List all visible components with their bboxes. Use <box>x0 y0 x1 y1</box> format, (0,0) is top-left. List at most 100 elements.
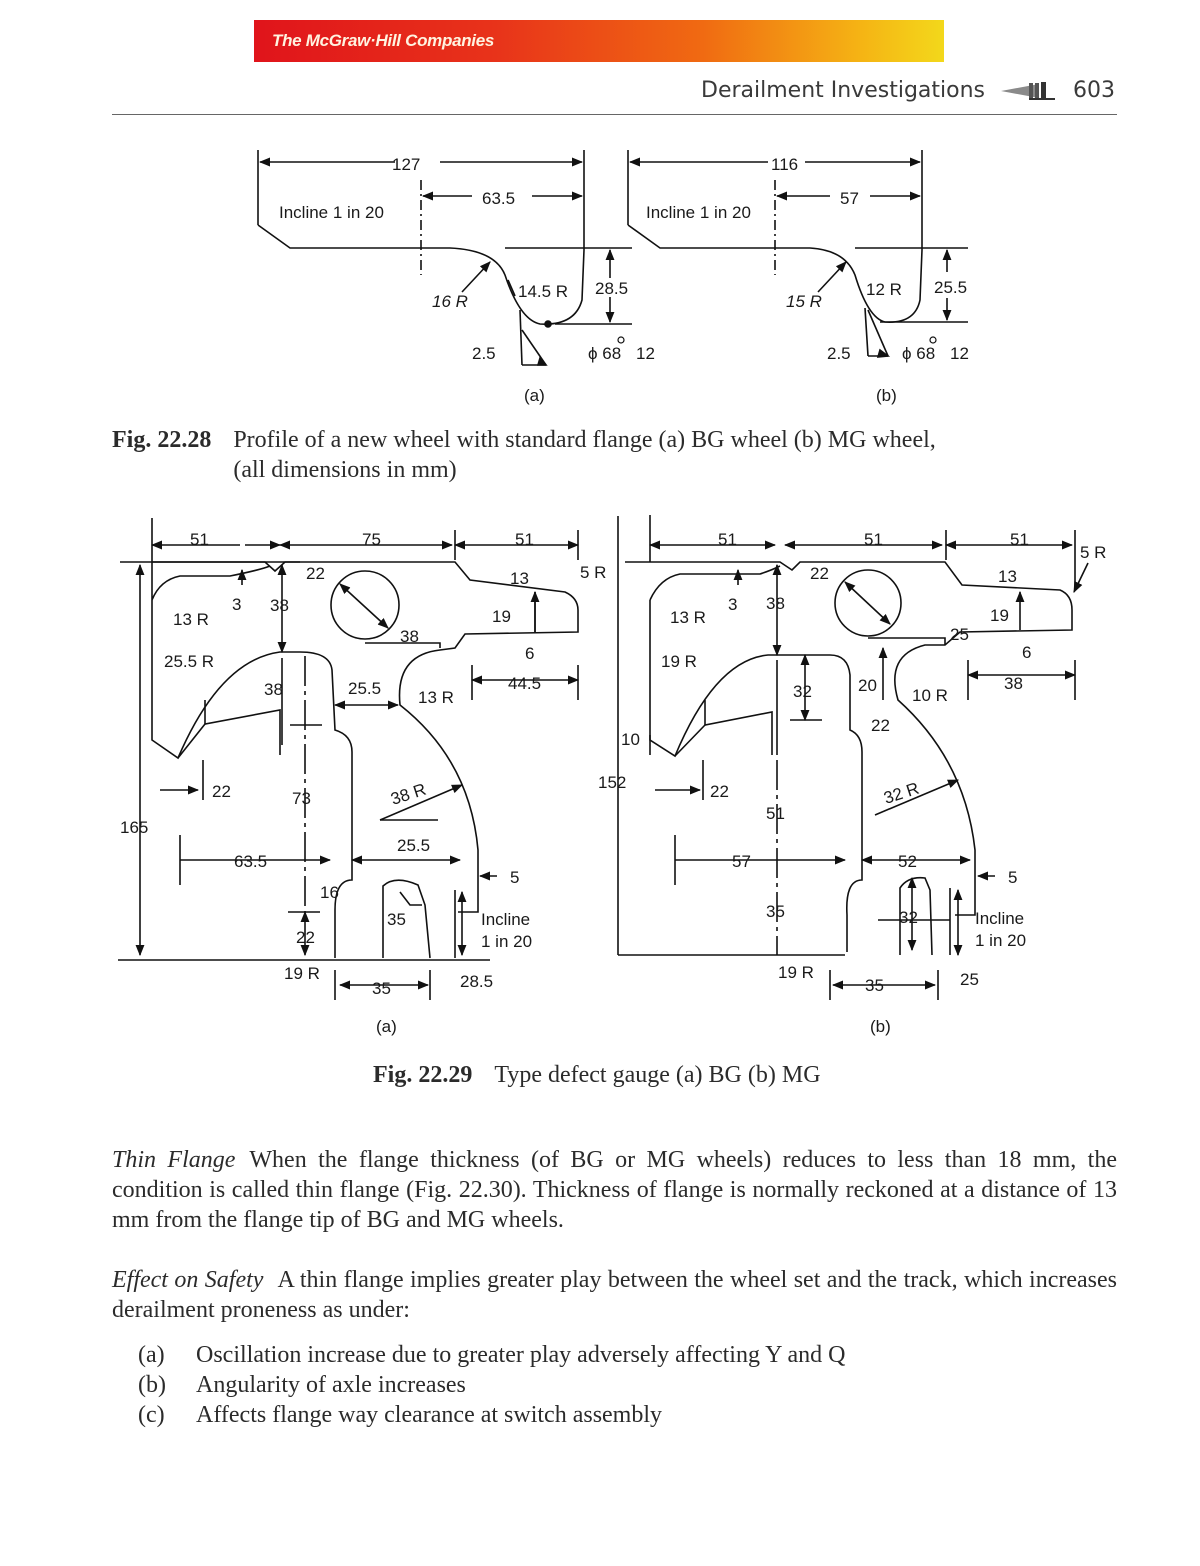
svg-text:3: 3 <box>728 595 737 614</box>
svg-text:19 R: 19 R <box>284 964 320 983</box>
svg-text:10: 10 <box>621 730 640 749</box>
svg-text:25.5: 25.5 <box>348 679 381 698</box>
figures-canvas: 127 63.5 Incline 1 in 20 16 R 14.5 R 28.… <box>118 150 1106 1036</box>
svg-text:51: 51 <box>718 530 737 549</box>
svg-text:20: 20 <box>858 676 877 695</box>
svg-text:44.5: 44.5 <box>508 674 541 693</box>
list-marker: (a) <box>138 1342 165 1368</box>
svg-text:35: 35 <box>865 976 884 995</box>
list-marker: (b) <box>138 1372 166 1398</box>
svg-text:13: 13 <box>998 567 1017 586</box>
figure-22-29-caption: Fig. 22.29 Type defect gauge (a) BG (b) M… <box>373 1060 821 1090</box>
svg-text:25: 25 <box>950 625 969 644</box>
caption-text: Type defect gauge (a) BG (b) MG <box>494 1062 821 1088</box>
svg-text:38: 38 <box>264 680 283 699</box>
dim-label: 2.5 <box>472 344 496 363</box>
svg-text:25: 25 <box>960 970 979 989</box>
running-head: Derailment Investigations 603 <box>701 78 1115 103</box>
thin-flange-heading: Thin Flange <box>112 1147 236 1173</box>
fig-22-29-panel-a <box>118 518 580 1000</box>
svg-text:25.5: 25.5 <box>397 836 430 855</box>
caption-line: (all dimensions in mm) <box>233 457 457 483</box>
svg-text:22: 22 <box>212 782 231 801</box>
svg-text:51: 51 <box>766 804 785 823</box>
dim-label: 25.5 <box>934 278 967 297</box>
dim-label: 15 R <box>786 292 822 311</box>
svg-text:35: 35 <box>387 910 406 929</box>
svg-text:6: 6 <box>1022 643 1031 662</box>
svg-text:75: 75 <box>362 530 381 549</box>
fig-22-28-panel-a-labels: 127 63.5 Incline 1 in 20 16 R 14.5 R 28.… <box>279 155 655 405</box>
effect-text: A thin flange implies greater play betwe… <box>112 1267 1118 1323</box>
arrow-ornament-icon <box>1001 81 1055 100</box>
caption-label: Fig. 22.29 <box>373 1062 473 1088</box>
panel-label: (b) <box>876 386 897 405</box>
svg-text:6: 6 <box>525 644 534 663</box>
svg-text:19: 19 <box>492 607 511 626</box>
fig-22-28-panel-b-labels: 116 57 Incline 1 in 20 15 R 12 R 25.5 2.… <box>646 155 969 405</box>
effects-list: (a) Oscillation increase due to greater … <box>138 1340 846 1430</box>
svg-text:51: 51 <box>1010 530 1029 549</box>
dim-label: 63.5 <box>482 189 515 208</box>
svg-text:5 R: 5 R <box>580 563 606 582</box>
svg-text:152: 152 <box>598 773 626 792</box>
figure-22-28-caption: Fig. 22.28 Profile of a new wheel with s… <box>112 425 936 485</box>
publisher-logo-text: The McGraw·Hill Companies <box>272 31 495 50</box>
dim-label: 28.5 <box>595 279 628 298</box>
page-number: 603 <box>1073 78 1115 103</box>
list-text: Oscillation increase due to greater play… <box>196 1342 846 1368</box>
panel-label: (a) <box>524 386 545 405</box>
dim-label: 116 <box>771 155 798 174</box>
svg-text:73: 73 <box>292 789 311 808</box>
svg-text:51: 51 <box>864 530 883 549</box>
svg-text:35: 35 <box>372 979 391 998</box>
dim-label: 2.5 <box>827 344 851 363</box>
svg-text:35: 35 <box>766 902 785 921</box>
svg-text:13 R: 13 R <box>418 688 454 707</box>
svg-text:5 R: 5 R <box>1080 543 1106 562</box>
fig-22-29-panel-b <box>617 515 1089 1000</box>
dim-label: 12 <box>950 344 969 363</box>
svg-text:51: 51 <box>190 530 209 549</box>
thin-flange-text: When the flange thickness (of BG or MG w… <box>112 1147 1117 1233</box>
dim-label: 16 R <box>432 292 468 311</box>
svg-text:165: 165 <box>120 818 148 837</box>
svg-text:5: 5 <box>1008 868 1017 887</box>
incline-label: Incline 1 in 20 <box>646 203 751 222</box>
svg-text:22: 22 <box>810 564 829 583</box>
list-text: Affects flange way clearance at switch a… <box>196 1402 663 1428</box>
svg-text:38: 38 <box>400 627 419 646</box>
fig-22-28-panel-a <box>257 150 632 366</box>
list-marker: (c) <box>138 1402 165 1428</box>
svg-text:63.5: 63.5 <box>234 852 267 871</box>
svg-text:32: 32 <box>899 908 918 927</box>
svg-text:19 R: 19 R <box>778 963 814 982</box>
header-rule <box>112 114 1117 115</box>
fig-22-29-panel-a-labels: 51 75 51 22 13 5 R 3 38 13 R 19 38 6 25.… <box>120 530 606 1036</box>
svg-text:1 in 20: 1 in 20 <box>481 932 532 951</box>
dim-label: ϕ 68 <box>588 344 621 363</box>
svg-text:1 in 20: 1 in 20 <box>975 931 1026 950</box>
list-item: (c) Affects flange way clearance at swit… <box>138 1400 846 1430</box>
svg-text:22: 22 <box>710 782 729 801</box>
list-item: (a) Oscillation increase due to greater … <box>138 1340 846 1370</box>
svg-text:32: 32 <box>793 682 812 701</box>
svg-text:13 R: 13 R <box>173 610 209 629</box>
incline-label: Incline 1 in 20 <box>279 203 384 222</box>
svg-text:10 R: 10 R <box>912 686 948 705</box>
svg-text:38 R: 38 R <box>388 780 428 809</box>
caption-label: Fig. 22.28 <box>112 427 212 453</box>
svg-text:57: 57 <box>732 852 751 871</box>
fig-22-28-panel-b <box>627 150 968 358</box>
svg-text:19 R: 19 R <box>661 652 697 671</box>
svg-text:19: 19 <box>990 606 1009 625</box>
svg-text:16: 16 <box>320 883 339 902</box>
svg-text:13 R: 13 R <box>670 608 706 627</box>
svg-text:25.5 R: 25.5 R <box>164 652 214 671</box>
publisher-banner: The McGraw·Hill Companies <box>254 20 944 62</box>
svg-text:22: 22 <box>306 564 325 583</box>
svg-text:22: 22 <box>871 716 890 735</box>
svg-text:52: 52 <box>898 852 917 871</box>
list-text: Angularity of axle increases <box>196 1372 466 1398</box>
